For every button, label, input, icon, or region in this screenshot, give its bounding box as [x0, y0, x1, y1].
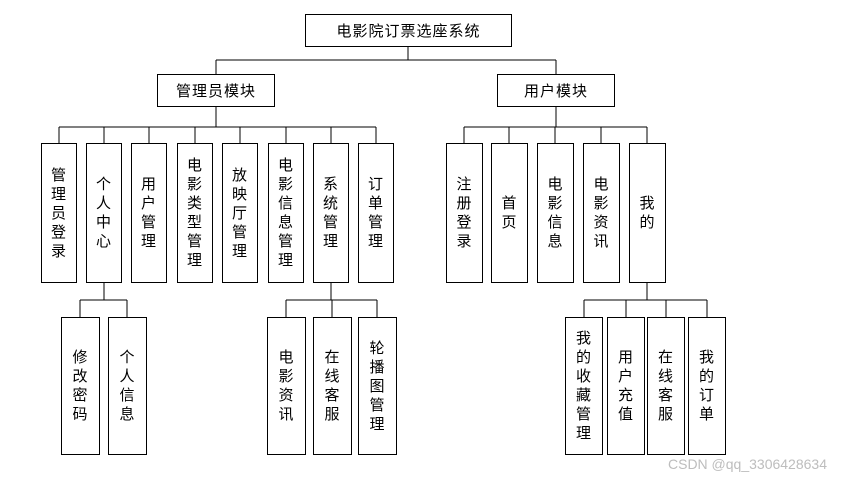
- root-node: 电影院订票选座系统: [305, 14, 512, 47]
- user-management-node: 用户管理: [131, 143, 167, 283]
- online-service-node: 在线客服: [647, 317, 685, 455]
- admin-login-node: 管理员登录: [41, 143, 77, 283]
- system-management-node: 系统管理: [313, 143, 349, 283]
- movie-news-node: 电影资讯: [583, 143, 620, 283]
- movie-info-management-node: 电影信息管理: [268, 143, 304, 283]
- carousel-management-node: 轮播图管理: [358, 317, 397, 455]
- online-service-admin-node: 在线客服: [313, 317, 352, 455]
- movie-type-management-node: 电影类型管理: [177, 143, 213, 283]
- watermark: CSDN @qq_3306428634: [668, 456, 827, 472]
- personal-center-node: 个人中心: [86, 143, 122, 283]
- home-node: 首页: [491, 143, 528, 283]
- movie-news-admin-node: 电影资讯: [267, 317, 306, 455]
- admin-module-node: 管理员模块: [157, 74, 275, 107]
- user-module-node: 用户模块: [497, 74, 615, 107]
- hall-management-node: 放映厅管理: [222, 143, 258, 283]
- my-orders-node: 我的订单: [688, 317, 726, 455]
- movie-info-node: 电影信息: [537, 143, 574, 283]
- change-password-node: 修改密码: [61, 317, 100, 455]
- order-management-node: 订单管理: [358, 143, 394, 283]
- personal-info-node: 个人信息: [108, 317, 147, 455]
- user-recharge-node: 用户充值: [607, 317, 645, 455]
- my-favorites-node: 我的收藏管理: [565, 317, 603, 455]
- register-login-node: 注册登录: [446, 143, 483, 283]
- mine-node: 我的: [629, 143, 666, 283]
